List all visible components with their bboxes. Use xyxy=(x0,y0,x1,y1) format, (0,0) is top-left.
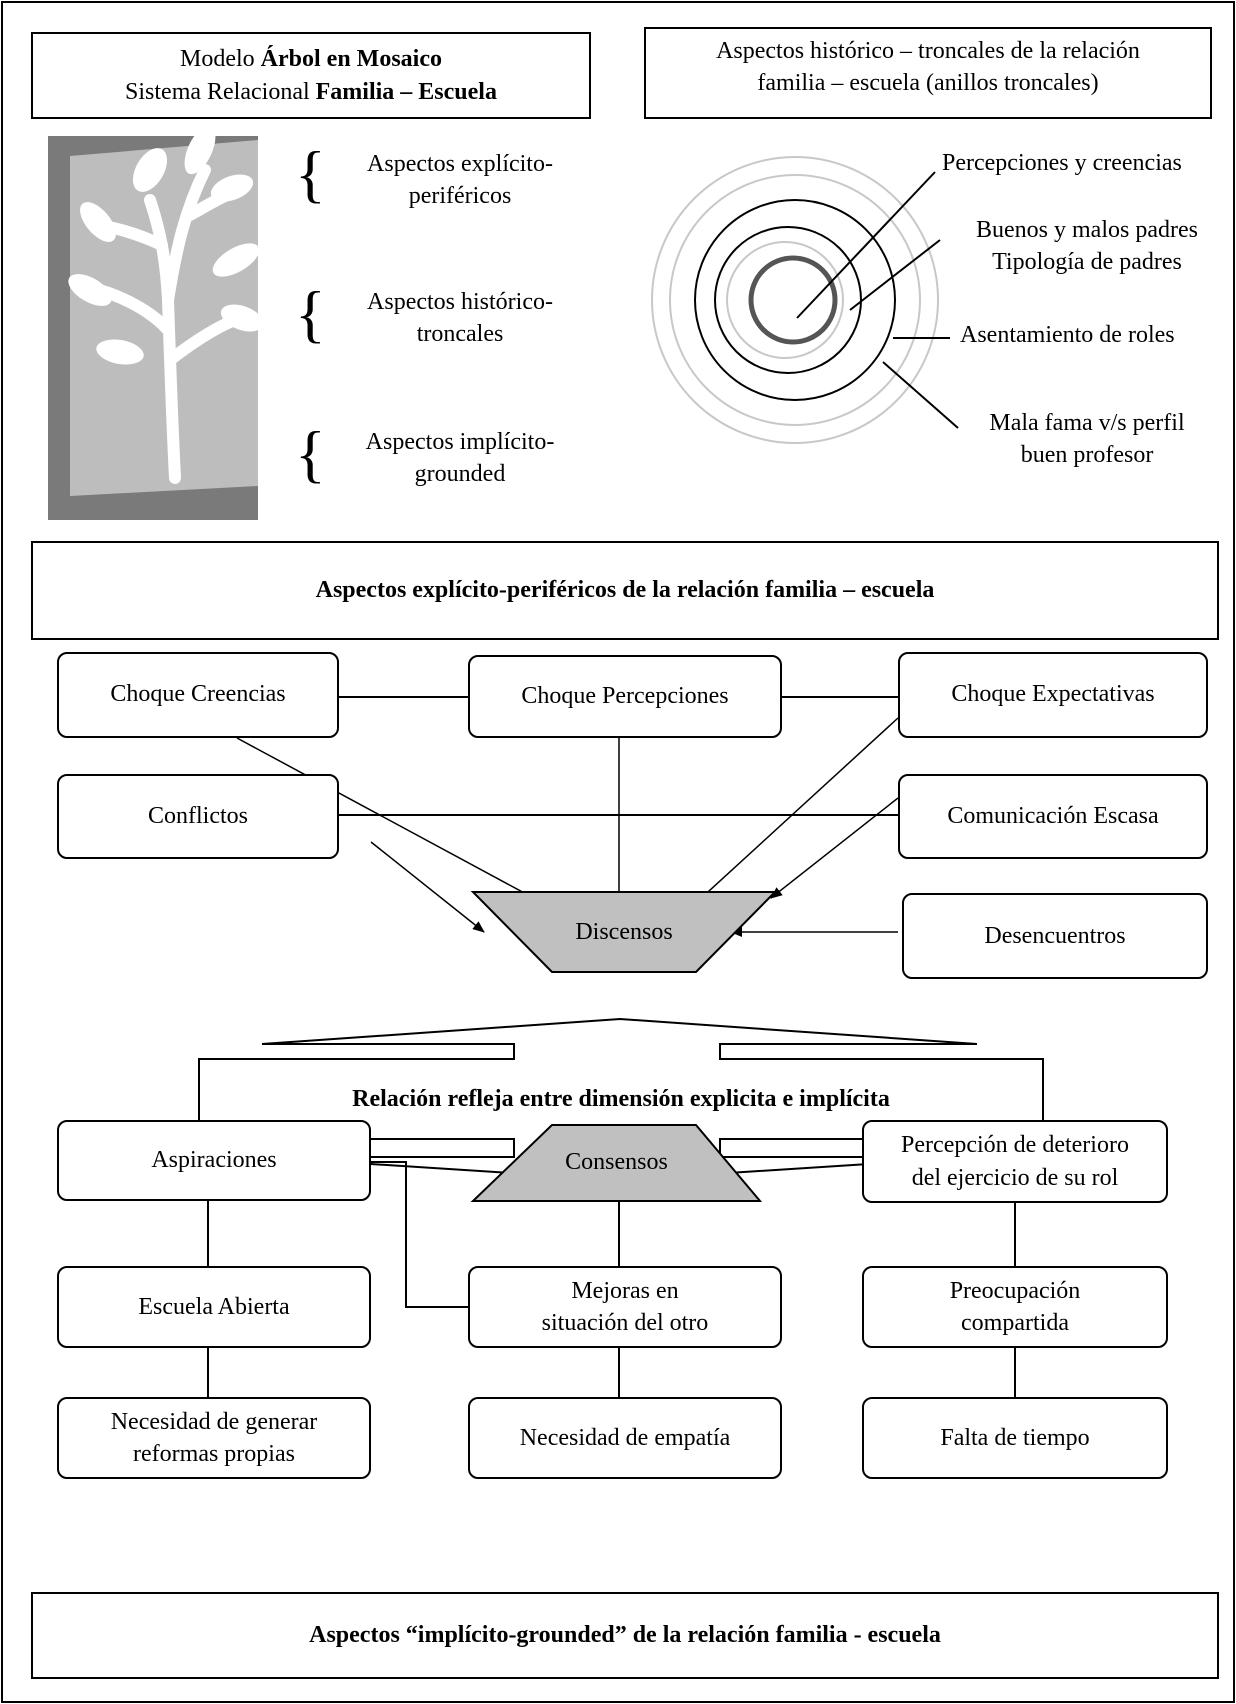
brace-icon: { xyxy=(295,418,326,489)
rings-title-box: Aspectos histórico – troncales de la rel… xyxy=(644,27,1212,119)
consensos-shape xyxy=(470,1124,763,1202)
tree-mosaic-icon xyxy=(48,125,264,520)
ring-leader-lines xyxy=(796,171,959,429)
desencuentros-box: Desencuentros xyxy=(902,893,1208,979)
comunicacion-escasa-box: Comunicación Escasa xyxy=(898,774,1208,859)
legend-explicito-perifericos: Aspectos explícito-periféricos xyxy=(367,151,553,210)
ring-label-roles: Asentamiento de roles xyxy=(960,322,1175,348)
necesidad-empatia-box: Necesidad de empatía xyxy=(468,1397,782,1479)
explicit-arrows xyxy=(236,717,899,937)
choque-creencias-box: Choque Creencias xyxy=(57,652,339,738)
discensos-shape xyxy=(470,891,778,973)
brace-icon: { xyxy=(295,138,326,209)
choque-expectativas-box: Choque Expectativas xyxy=(898,652,1208,738)
model-title-line2: Sistema Relacional Familia – Escuela xyxy=(125,78,497,105)
model-title-line1: Modelo Árbol en Mosaico xyxy=(180,46,442,73)
legend-historico-troncales: Aspectos histórico-troncales xyxy=(367,289,553,348)
rings-title-line2: familia – escuela (anillos troncales) xyxy=(757,70,1099,97)
legend-implicito-grounded: Aspectos implícito-grounded xyxy=(365,429,555,488)
aspiraciones-box: Aspiraciones xyxy=(57,1120,371,1201)
choque-percepciones-box: Choque Percepciones xyxy=(468,655,782,738)
falta-tiempo-box: Falta de tiempo xyxy=(862,1397,1168,1479)
model-title-box: Modelo Árbol en Mosaico Sistema Relacion… xyxy=(31,32,591,119)
concentric-rings xyxy=(651,156,939,444)
implicit-section-title: Aspectos “implícito-grounded” de la rela… xyxy=(31,1592,1219,1679)
rings-title-line1: Aspectos histórico – troncales de la rel… xyxy=(716,38,1140,64)
consensos-label: Consensos xyxy=(565,1149,668,1175)
explicit-section-title: Aspectos explícito-periféricos de la rel… xyxy=(31,541,1219,640)
implicit-connectors xyxy=(207,1161,1016,1397)
discensos-label: Discensos xyxy=(575,919,673,945)
escuela-abierta-box: Escuela Abierta xyxy=(57,1266,371,1348)
brace-icon: { xyxy=(295,278,326,349)
conflictos-box: Conflictos xyxy=(57,774,339,859)
ring-label-percepciones: Percepciones y creencias xyxy=(942,150,1182,176)
reflex-relation-title: Relación refleja entre dimensión explici… xyxy=(352,1086,890,1112)
